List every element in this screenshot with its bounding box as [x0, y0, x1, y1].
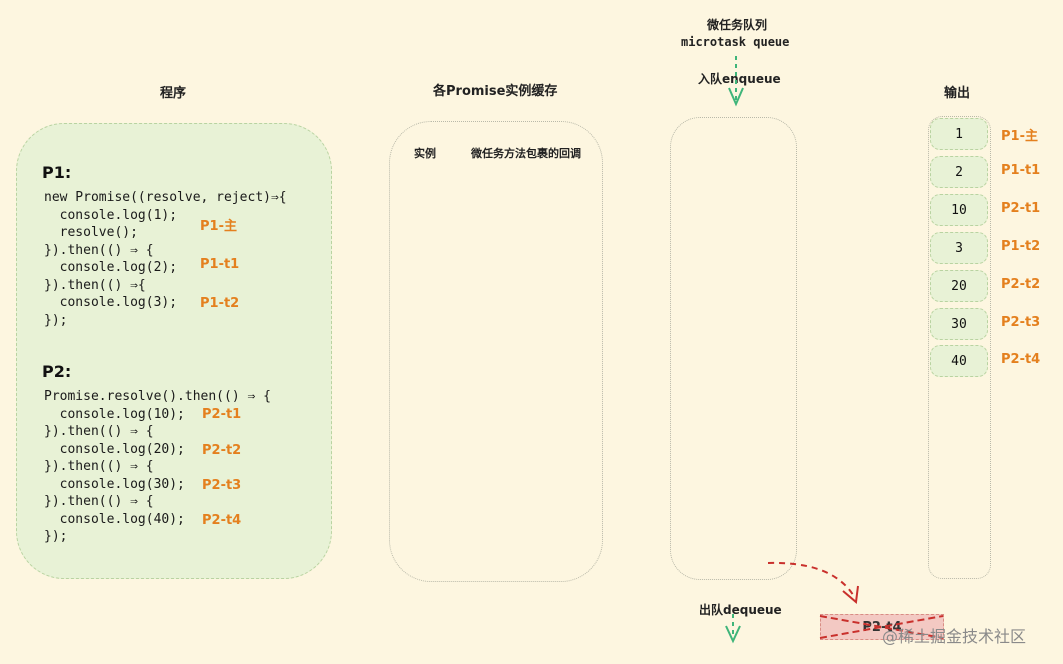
- cache-col-callback: 微任务方法包裹的回调: [471, 147, 581, 160]
- output-cell: 30: [930, 308, 988, 340]
- code-line: console.log(3);: [44, 295, 178, 310]
- discarded-task-label: P2-t4: [862, 619, 902, 635]
- code-line: }).then(() ⇒ {: [44, 242, 154, 258]
- enqueue-label: 入队enqueue: [698, 72, 781, 86]
- output-tag: P2-t3: [1001, 315, 1041, 330]
- code-line: console.log(30);: [44, 476, 185, 492]
- program-box: [16, 123, 332, 579]
- queue-box: [670, 117, 797, 580]
- p2-tag: P2-t4: [202, 513, 242, 528]
- code-line: }).then(() ⇒ {: [44, 459, 154, 474]
- p1-tag: P1-主: [200, 219, 237, 234]
- enqueue-arrow: [728, 56, 744, 107]
- dequeue-label: 出队dequeue: [699, 603, 782, 617]
- dequeue-arrow: [725, 614, 741, 644]
- output-tag: P1-t1: [1001, 163, 1041, 178]
- queue-heading-en: microtask queue: [681, 35, 790, 49]
- code-line: console.log(2);: [44, 260, 178, 275]
- discard-cross-icon: [819, 615, 944, 639]
- code-line: }).then(() ⇒{: [44, 277, 146, 293]
- p1-tag: P1-t1: [200, 257, 240, 272]
- queue-heading-cn: 微任务队列: [707, 18, 768, 32]
- output-tag: P2-t2: [1001, 277, 1041, 292]
- p2-code: Promise.resolve().then(() ⇒ { console.lo…: [44, 388, 271, 546]
- code-line: console.log(40);: [44, 511, 185, 527]
- p2-tag: P2-t3: [202, 478, 242, 493]
- code-line: new Promise((resolve, reject)⇒{: [44, 190, 287, 205]
- code-line: Promise.resolve().then(() ⇒ {: [44, 389, 271, 404]
- output-cell: 20: [930, 270, 988, 302]
- code-line: console.log(20);: [44, 441, 185, 457]
- output-tag: P2-t4: [1001, 352, 1041, 367]
- code-line: }).then(() ⇒ {: [44, 494, 154, 509]
- output-cell: 40: [930, 345, 988, 377]
- output-column: [928, 116, 991, 579]
- cache-col-instance: 实例: [414, 147, 436, 160]
- output-cell: 2: [930, 156, 988, 188]
- code-line: console.log(10);: [44, 406, 185, 422]
- output-cell: 3: [930, 232, 988, 264]
- p1-tag: P1-t2: [200, 296, 240, 311]
- discard-arrow: [767, 561, 859, 604]
- output-cell: 10: [930, 194, 988, 226]
- discarded-task: P2-t4: [820, 614, 944, 640]
- code-line: });: [44, 529, 68, 544]
- output-heading: 输出: [944, 86, 971, 101]
- output-tag: P1-t2: [1001, 239, 1041, 254]
- cache-box: [389, 121, 603, 582]
- code-line: console.log(1);: [44, 207, 178, 223]
- output-tag: P1-主: [1001, 129, 1038, 144]
- code-line: }).then(() ⇒ {: [44, 424, 154, 439]
- cache-heading: 各Promise实例缓存: [433, 84, 558, 99]
- program-heading: 程序: [160, 86, 187, 101]
- p1-title: P1:: [42, 163, 72, 182]
- p2-tag: P2-t1: [202, 407, 242, 422]
- code-line: });: [44, 312, 68, 328]
- watermark: @稀土掘金技术社区: [882, 627, 1027, 646]
- p1-code: new Promise((resolve, reject)⇒{ console.…: [44, 189, 287, 329]
- p2-tag: P2-t2: [202, 443, 242, 458]
- output-tag: P2-t1: [1001, 201, 1041, 216]
- p2-title: P2:: [42, 362, 72, 381]
- output-cell: 1: [930, 118, 988, 150]
- code-line: resolve();: [44, 225, 138, 240]
